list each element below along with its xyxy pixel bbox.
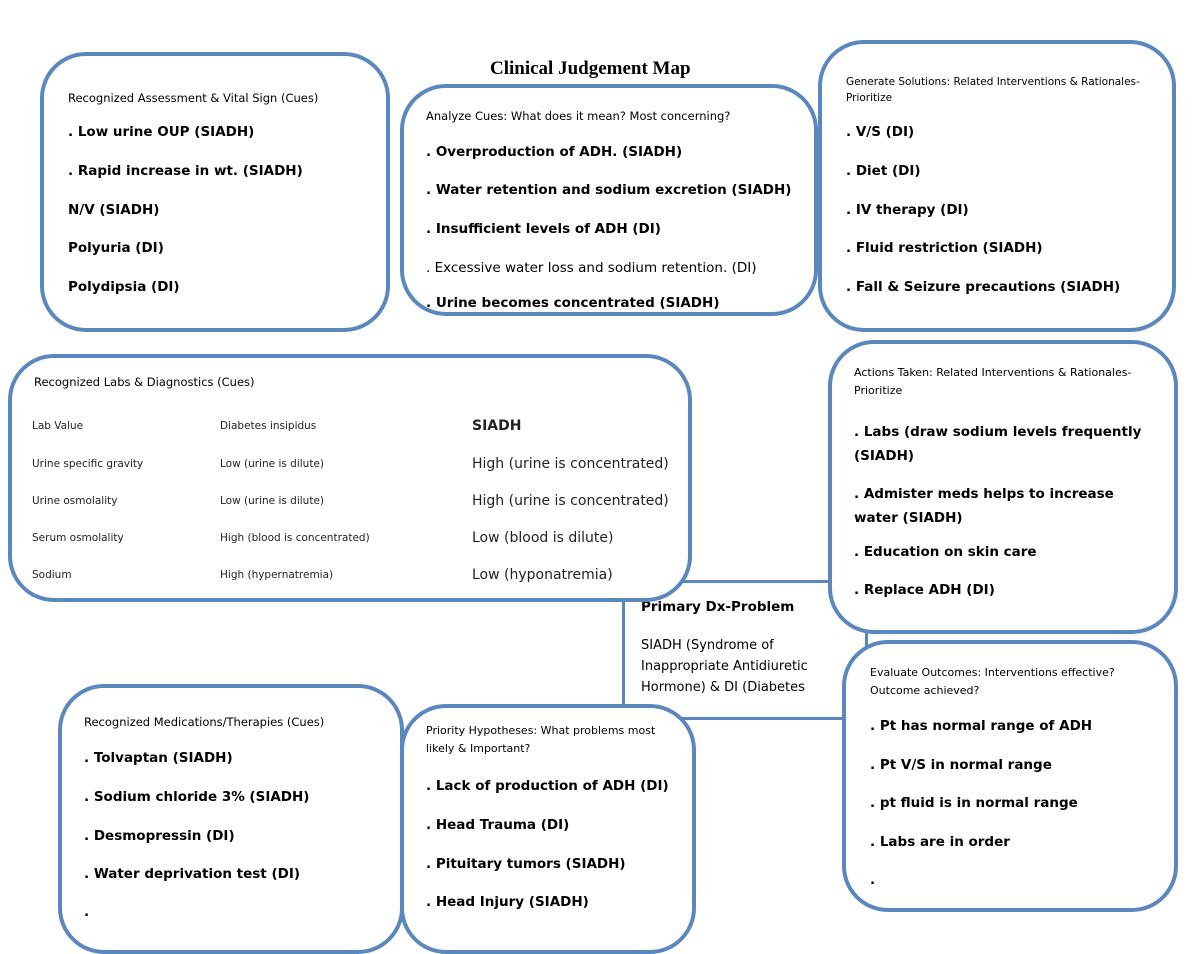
assessment-heading: Recognized Assessment & Vital Sign (Cues… xyxy=(68,91,319,105)
hypotheses-item: . Lack of production of ADH (DI) xyxy=(426,778,669,794)
medications-box: Recognized Medications/Therapies (Cues) … xyxy=(58,684,404,954)
hypotheses-item: . Head Trauma (DI) xyxy=(426,817,570,833)
outcomes-heading: Evaluate Outcomes: Interventions effecti… xyxy=(870,666,1115,697)
page-title: Clinical Judgement Map xyxy=(490,58,691,79)
solutions-item: . Fluid restriction (SIADH) xyxy=(846,240,1043,256)
hypotheses-item: . Pituitary tumors (SIADH) xyxy=(426,856,626,872)
labs-cell: Low (hyponatremia) xyxy=(472,567,613,583)
actions-item: . Admister meds helps to increase water … xyxy=(854,486,1114,526)
labs-cell: High (urine is concentrated) xyxy=(472,493,669,509)
labs-cell: Serum osmolality xyxy=(32,532,124,544)
solutions-heading: Generate Solutions: Related Intervention… xyxy=(846,76,1140,104)
labs-column-header: Lab Value xyxy=(32,420,84,432)
actions-item: . Labs (draw sodium levels frequently (S… xyxy=(854,424,1142,464)
assessment-box: Recognized Assessment & Vital Sign (Cues… xyxy=(40,52,390,332)
labs-cell: Low (urine is dilute) xyxy=(220,495,325,507)
solutions-item: . IV therapy (DI) xyxy=(846,202,969,218)
outcomes-item: . Pt V/S in normal range xyxy=(870,757,1052,773)
solutions-item: . V/S (DI) xyxy=(846,124,915,140)
labs-cell: High (blood is concentrated) xyxy=(220,532,370,544)
actions-taken-box: Actions Taken: Related Interventions & R… xyxy=(828,340,1178,634)
medications-item: . xyxy=(84,904,90,920)
outcomes-item: . xyxy=(870,872,876,888)
labs-cell: Low (urine is dilute) xyxy=(220,458,325,470)
hypotheses-item: . Head Injury (SIADH) xyxy=(426,894,589,910)
labs-cell: Urine specific gravity xyxy=(32,458,144,470)
labs-box: Recognized Labs & Diagnostics (Cues) Lab… xyxy=(8,354,692,602)
medications-item: . Tolvaptan (SIADH) xyxy=(84,750,233,766)
assessment-item: Polyuria (DI) xyxy=(68,240,164,256)
outcomes-item: . Labs are in order xyxy=(870,834,1010,850)
analyze-heading: Analyze Cues: What does it mean? Most co… xyxy=(426,109,731,123)
labs-cell: Urine osmolality xyxy=(32,495,118,507)
labs-column-header: SIADH xyxy=(472,418,522,434)
labs-cell: Sodium xyxy=(32,569,72,581)
medications-item: . Water deprivation test (DI) xyxy=(84,866,301,882)
evaluate-outcomes-box: Evaluate Outcomes: Interventions effecti… xyxy=(842,640,1178,912)
analyze-item: . Insufficient levels of ADH (DI) xyxy=(426,221,661,237)
analyze-cues-box: Analyze Cues: What does it mean? Most co… xyxy=(400,84,818,316)
medications-heading: Recognized Medications/Therapies (Cues) xyxy=(84,715,325,729)
solutions-item: . Diet (DI) xyxy=(846,163,921,179)
analyze-item: . Urine becomes concentrated (SIADH) xyxy=(426,295,720,311)
analyze-item: . Water retention and sodium excretion (… xyxy=(426,182,792,198)
medications-item: . Desmopressin (DI) xyxy=(84,828,235,844)
labs-column-header: Diabetes insipidus xyxy=(220,420,317,432)
medications-item: . Sodium chloride 3% (SIADH) xyxy=(84,789,310,805)
assessment-item: . Rapid increase in wt. (SIADH) xyxy=(68,163,303,179)
labs-cell: Low (blood is dilute) xyxy=(472,530,614,546)
primary-dx-heading: Primary Dx-Problem xyxy=(641,599,795,615)
primary-dx-box: Primary Dx-Problem SIADH (Syndrome of In… xyxy=(622,580,868,720)
actions-item: . Education on skin care xyxy=(854,544,1037,560)
analyze-item: . Overproduction of ADH. (SIADH) xyxy=(426,144,683,160)
assessment-item: Polydipsia (DI) xyxy=(68,279,180,295)
assessment-item: N/V (SIADH) xyxy=(68,202,160,218)
analyze-item: . Excessive water loss and sodium retent… xyxy=(426,260,757,276)
outcomes-item: . pt fluid is in normal range xyxy=(870,795,1078,811)
actions-item: . Replace ADH (DI) xyxy=(854,582,995,598)
primary-dx-text: SIADH (Syndrome of Inappropriate Antidiu… xyxy=(641,638,808,695)
labs-cell: High (hypernatremia) xyxy=(220,569,334,581)
priority-hypotheses-box: Priority Hypotheses: What problems most … xyxy=(400,704,696,954)
assessment-item: . Low urine OUP (SIADH) xyxy=(68,124,255,140)
actions-heading: Actions Taken: Related Interventions & R… xyxy=(854,366,1132,397)
hypotheses-heading: Priority Hypotheses: What problems most … xyxy=(426,724,656,755)
solutions-item: . Fall & Seizure precautions (SIADH) xyxy=(846,279,1121,295)
generate-solutions-box: Generate Solutions: Related Intervention… xyxy=(818,40,1176,332)
labs-cell: High (urine is concentrated) xyxy=(472,456,669,472)
outcomes-item: . Pt has normal range of ADH xyxy=(870,718,1093,734)
labs-heading: Recognized Labs & Diagnostics (Cues) xyxy=(34,375,255,389)
